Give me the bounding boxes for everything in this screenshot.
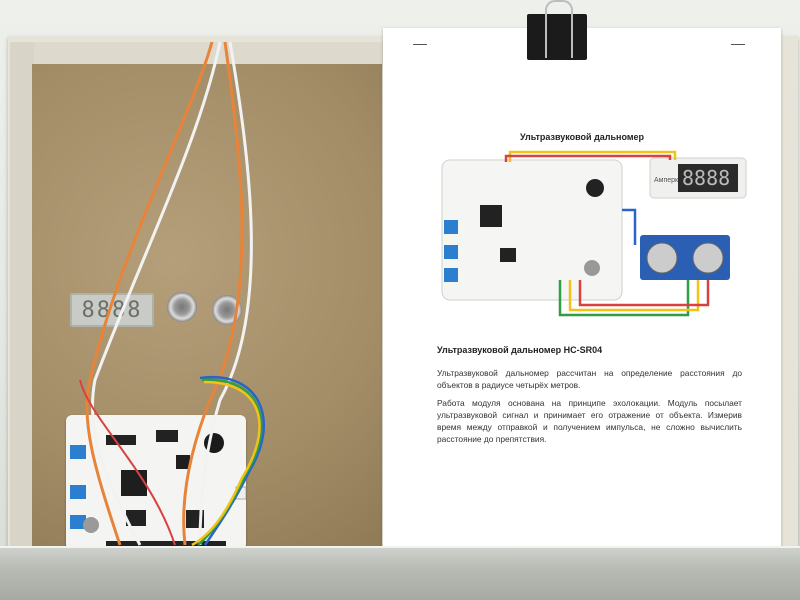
buzzer: [204, 433, 224, 453]
diagram-buzzer: [586, 179, 604, 197]
controller-board: [66, 415, 247, 550]
terminal-block-2: [70, 485, 86, 499]
diagram-terminal-3: [444, 268, 458, 282]
terminal-block-1: [70, 445, 86, 459]
section-title: Ультразвуковой дальномер HC-SR04: [437, 345, 603, 355]
binder-clip: [527, 14, 587, 60]
connector: [235, 486, 247, 500]
masking-tape-left: [10, 42, 34, 552]
diagram-red-wire-2: [578, 280, 710, 307]
sheet-mark-right: [731, 44, 745, 45]
diagram-red-wire: [504, 154, 672, 162]
diagram-potentiometer: [584, 260, 600, 276]
microcontroller-chip: [121, 470, 147, 496]
diagram-board: [441, 159, 623, 301]
chip-small: [176, 455, 190, 469]
diagram-microcontroller: [480, 205, 502, 227]
sheet-mark-left: [413, 44, 427, 45]
seven-segment-display: 8888: [70, 293, 154, 327]
diagram-terminal-2: [444, 245, 458, 259]
paragraph-1: Ультразвуковой дальномер рассчитан на оп…: [437, 368, 742, 390]
controller-board-components: [70, 430, 247, 547]
paragraph-2: Работа модуля основана на принципе эхоло…: [437, 398, 742, 444]
ultrasonic-receiver: [212, 295, 242, 325]
diagram-module-label: Амперка: [654, 177, 682, 184]
chip: [156, 430, 178, 442]
wiring-diagram: Амперка 8888: [441, 150, 747, 317]
binder-clip-handle: [545, 0, 573, 58]
ultrasonic-transmitter: [167, 292, 197, 322]
display-digits: 8888: [81, 297, 143, 323]
diagram-terminal-1: [444, 220, 458, 234]
diagram-chip: [500, 248, 516, 262]
diagram-display-digits: 8888: [682, 166, 730, 190]
diagram-display-window: [678, 164, 738, 192]
diagram-yellow-wire-2: [568, 280, 700, 312]
potentiometer: [83, 517, 99, 533]
sheet-title: Ультразвуковой дальномер: [519, 132, 645, 142]
shelf: [0, 548, 800, 600]
chip-lower-right: [186, 510, 204, 528]
chip-lower: [126, 510, 146, 526]
diagram-green-wire: [558, 280, 690, 317]
header-pins: [106, 435, 136, 445]
diagram-blue-wire: [622, 208, 637, 245]
diagram-receiver: [692, 242, 724, 274]
diagram-transmitter: [646, 242, 678, 274]
